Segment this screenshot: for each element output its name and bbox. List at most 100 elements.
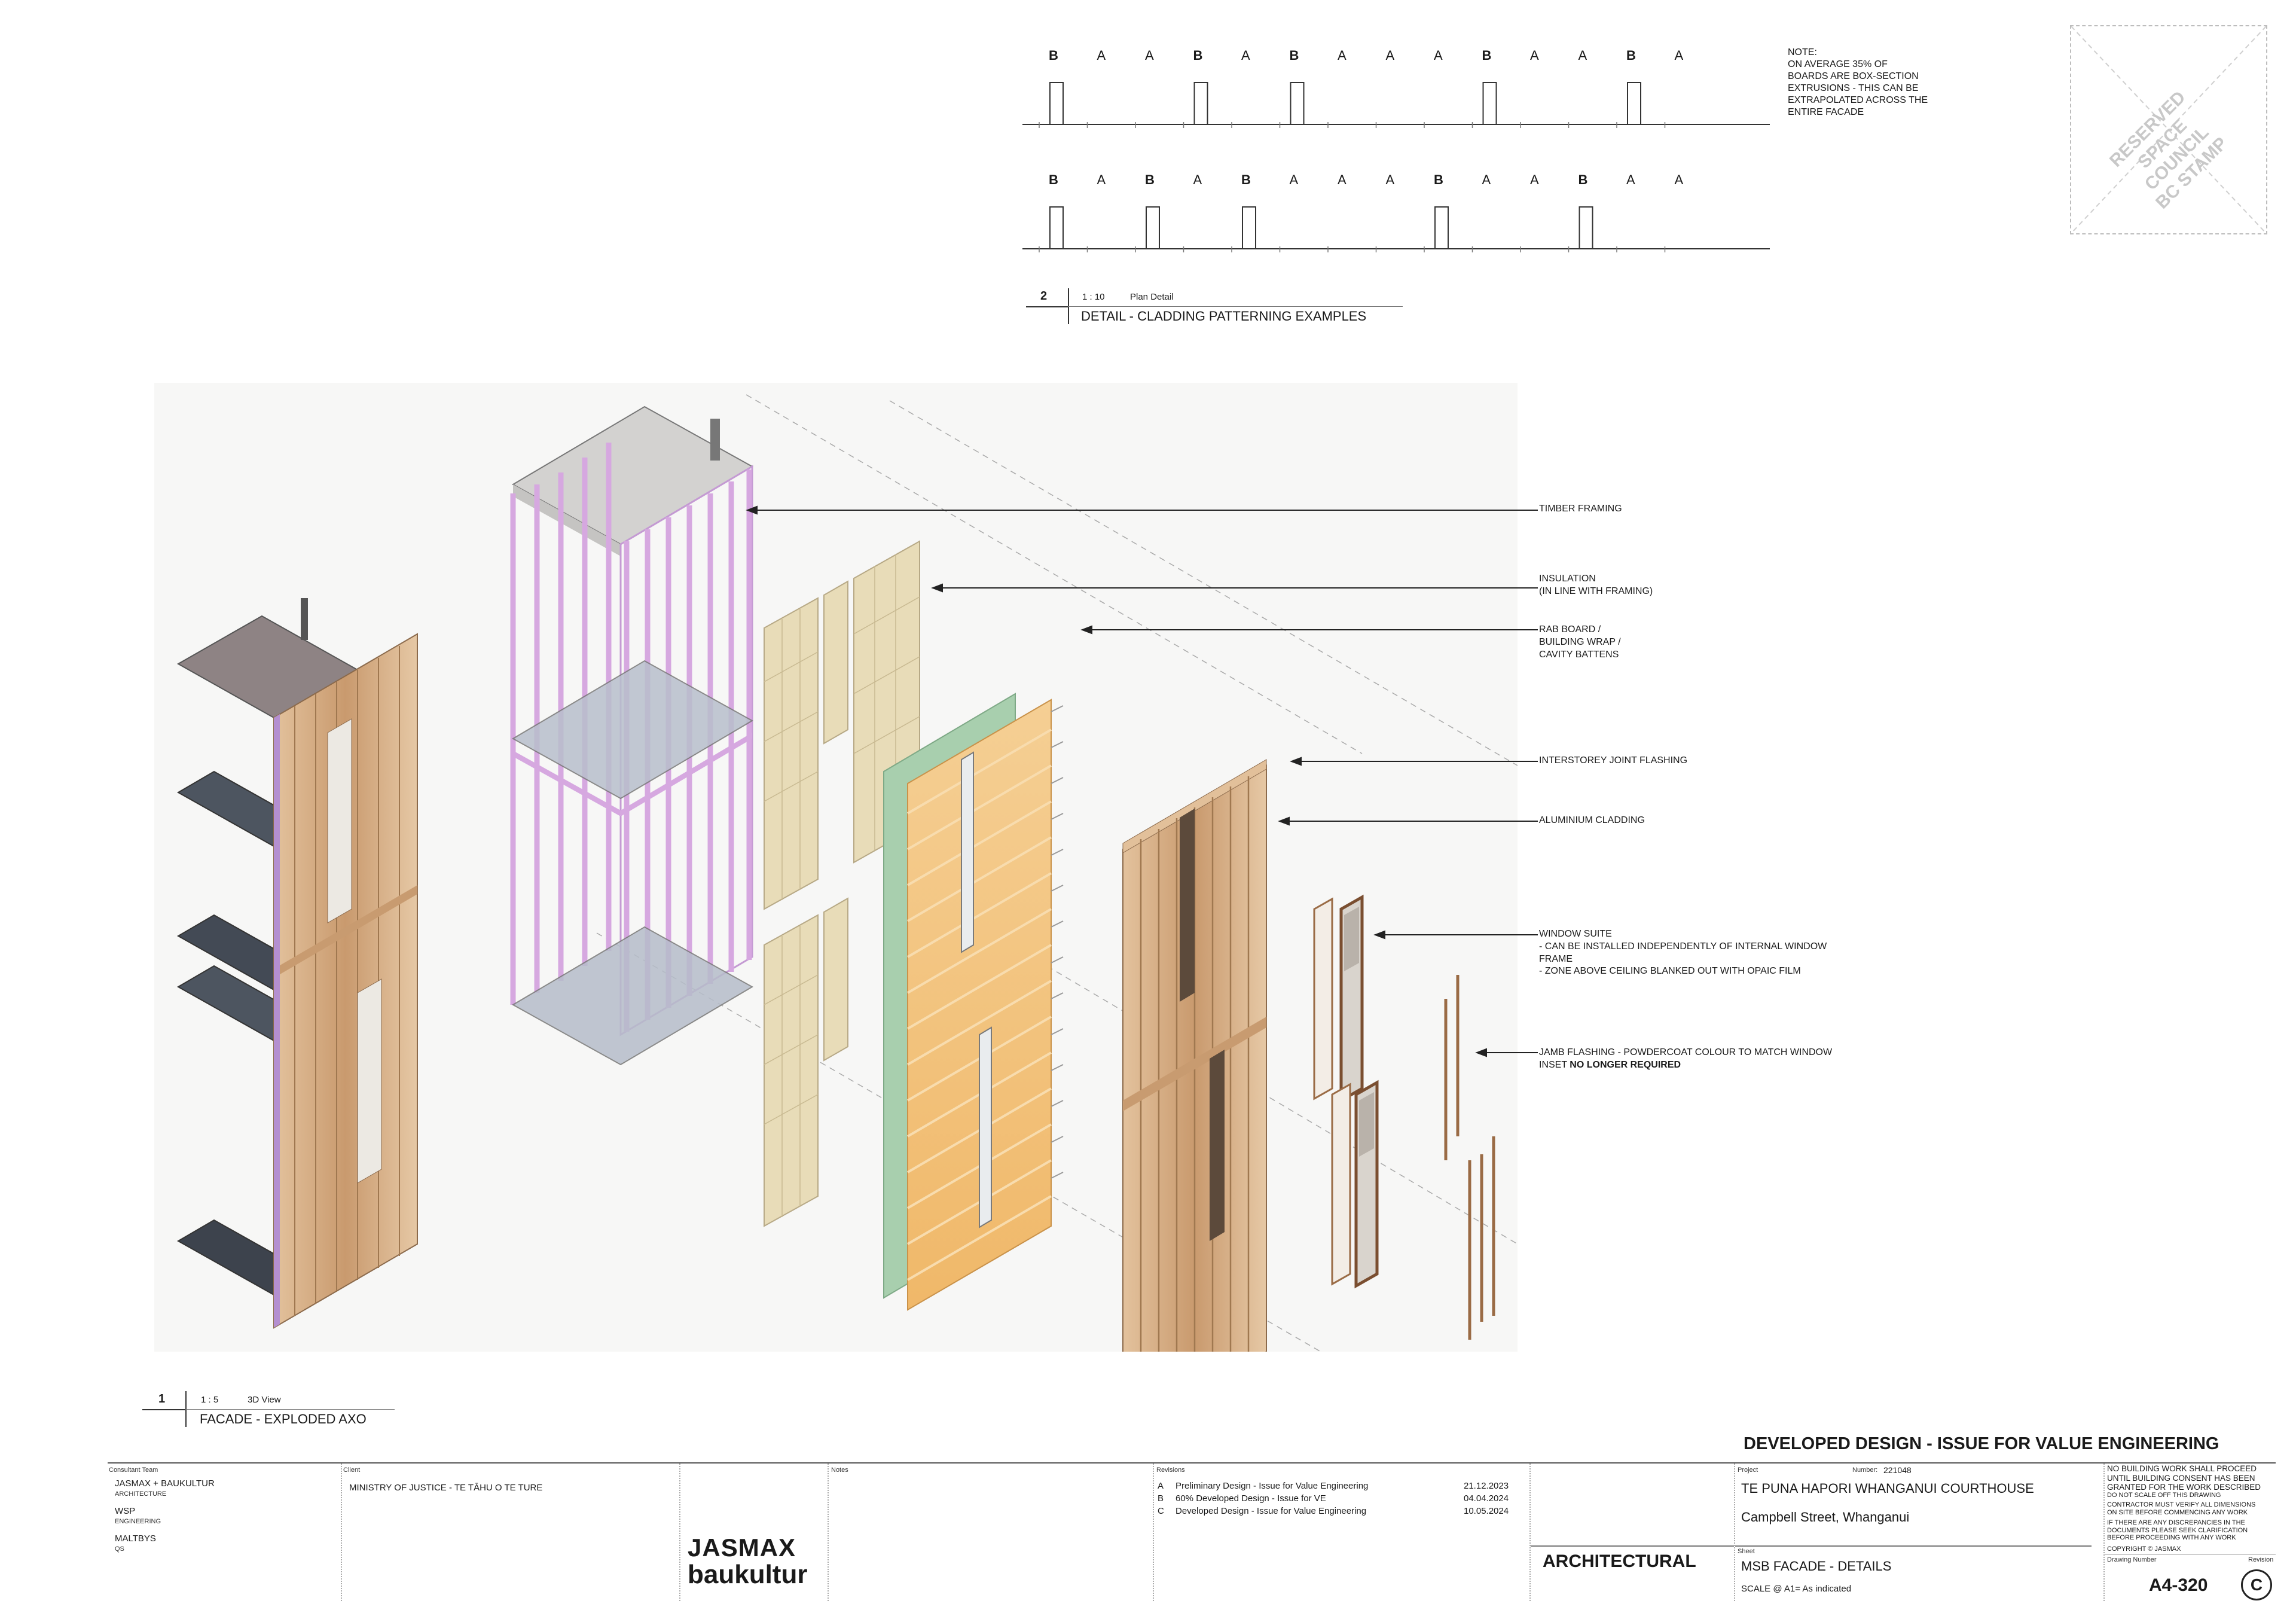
pattern-label-r1-8: A bbox=[1434, 48, 1443, 63]
callout-rab-board: RAB BOARD / BUILDING WRAP / CAVITY BATTE… bbox=[1539, 624, 1621, 660]
pattern-label-r1-7: A bbox=[1385, 48, 1395, 63]
discipline-cell bbox=[1529, 1464, 1531, 1601]
pattern-label-r1-2: A bbox=[1145, 48, 1154, 63]
revision-circle: C bbox=[2241, 1569, 2272, 1600]
detail2-view-type: Plan Detail bbox=[1130, 292, 1174, 302]
council-stamp-box: RESERVED SPACE COUNCIL BC STAMP bbox=[2070, 25, 2267, 234]
discipline-rule bbox=[1531, 1545, 1734, 1547]
box-section-profile bbox=[1242, 206, 1256, 249]
titleblock-top-rule bbox=[108, 1462, 2276, 1464]
timber-framing-module bbox=[510, 406, 754, 1066]
revision-a-code: A bbox=[1158, 1481, 1164, 1491]
detail1-underline bbox=[185, 1409, 395, 1410]
consultant-3-role: QS bbox=[115, 1545, 124, 1553]
sheet-name: MSB FACADE - DETAILS bbox=[1741, 1559, 1892, 1574]
detail1-title: FACADE - EXPLODED AXO bbox=[200, 1411, 367, 1426]
consultant-3-name: MALTBYS bbox=[115, 1533, 156, 1544]
baukultur-logo: baukultur bbox=[688, 1560, 808, 1589]
pattern-label-r2-8: B bbox=[1434, 172, 1443, 187]
consultant-2-role: ENGINEERING bbox=[115, 1518, 161, 1525]
callout-jamb-flashing-emphasis: NO LONGER REQUIRED bbox=[1570, 1059, 1681, 1070]
assembled-facade bbox=[176, 598, 418, 1329]
pattern-label-r2-1: A bbox=[1097, 172, 1106, 187]
pattern-label-r1-6: A bbox=[1338, 48, 1347, 63]
rab-board-module bbox=[883, 693, 1064, 1311]
client-name: MINISTRY OF JUSTICE - TE TĀHU O TE TURE bbox=[349, 1483, 543, 1493]
pattern-note: NOTE: ON AVERAGE 35% OF BOARDS ARE BOX-S… bbox=[1788, 47, 1928, 118]
revisions-cell bbox=[1153, 1464, 1154, 1601]
aluminium-cladding-module bbox=[1122, 759, 1267, 1352]
box-section-profile bbox=[1434, 206, 1449, 249]
callout-jamb-flashing-text: JAMB FLASHING - POWDERCOAT COLOUR TO MAT… bbox=[1539, 1047, 1833, 1070]
consultant-1-role: ARCHITECTURE bbox=[115, 1490, 167, 1498]
sheet-rule bbox=[1735, 1545, 2092, 1547]
project-label: Project bbox=[1738, 1466, 1758, 1474]
detail2-scale: 1 : 10 bbox=[1082, 292, 1105, 302]
pattern-label-r2-5: A bbox=[1289, 172, 1299, 187]
detail1-scale: 1 : 5 bbox=[201, 1395, 219, 1405]
callout-aluminium-cladding: ALUMINIUM CLADDING bbox=[1539, 815, 1645, 825]
revision-a-desc: Preliminary Design - Issue for Value Eng… bbox=[1176, 1481, 1369, 1491]
notes-label: Notes bbox=[831, 1466, 848, 1474]
pattern-label-r1-0: B bbox=[1049, 48, 1058, 63]
jamb-flashing-module bbox=[1444, 975, 1495, 1340]
detail2-underline bbox=[1068, 306, 1403, 307]
revision-b-code: B bbox=[1158, 1493, 1164, 1504]
pattern-label-r2-2: B bbox=[1145, 172, 1155, 187]
disclaimer-consent: NO BUILDING WORK SHALL PROCEED UNTIL BUI… bbox=[2107, 1464, 2261, 1492]
discipline-label: ARCHITECTURAL bbox=[1543, 1551, 1696, 1571]
callout-timber-framing: TIMBER FRAMING bbox=[1539, 504, 1622, 514]
pattern-note-text: NOTE: ON AVERAGE 35% OF BOARDS ARE BOX-S… bbox=[1788, 47, 1928, 117]
revision-c-date: 10.05.2024 bbox=[1464, 1506, 1509, 1516]
callout-window-suite: WINDOW SUITE - CAN BE INSTALLED INDEPEND… bbox=[1539, 929, 1827, 977]
scale-text: SCALE @ A1= As indicated bbox=[1741, 1584, 1852, 1594]
client-label: Client bbox=[343, 1466, 361, 1474]
box-section-profile bbox=[1482, 82, 1497, 125]
stamp-cross-icon bbox=[2071, 26, 2266, 233]
revisions-label: Revisions bbox=[1156, 1466, 1185, 1474]
exploded-axo-drawing bbox=[176, 394, 1518, 1352]
notes-cell bbox=[828, 1464, 829, 1601]
detail2-underline-left bbox=[1026, 306, 1068, 307]
consultant-label: Consultant Team bbox=[109, 1466, 158, 1474]
callout-insulation: INSULATION (IN LINE WITH FRAMING) bbox=[1539, 574, 1653, 596]
detail1-underline-left bbox=[142, 1409, 185, 1410]
revision-c-code: C bbox=[1158, 1506, 1164, 1516]
window-suite-module bbox=[1313, 894, 1379, 1289]
drawing-number-label: Drawing Number bbox=[2107, 1556, 2157, 1563]
box-section-profile bbox=[1049, 206, 1064, 249]
issue-banner: DEVELOPED DESIGN - ISSUE FOR VALUE ENGIN… bbox=[1744, 1434, 2219, 1453]
revision-b-date: 04.04.2024 bbox=[1464, 1493, 1509, 1504]
project-number-label: Number: bbox=[1852, 1466, 1878, 1474]
project-cell bbox=[1734, 1464, 1735, 1601]
pattern-label-r1-13: A bbox=[1674, 48, 1684, 63]
pattern-label-r1-11: A bbox=[1578, 48, 1587, 63]
pattern-label-r2-12: A bbox=[1626, 172, 1635, 187]
disclaimer-cell bbox=[2103, 1464, 2105, 1601]
revision-c-desc: Developed Design - Issue for Value Engin… bbox=[1176, 1506, 1367, 1516]
pattern-label-r2-9: A bbox=[1482, 172, 1491, 187]
pattern-label-r1-9: B bbox=[1482, 48, 1492, 63]
disclaimer-discrepancies: IF THERE ARE ANY DISCREPANCIES IN THE DO… bbox=[2107, 1519, 2248, 1542]
disclaimer-verify: CONTRACTOR MUST VERIFY ALL DIMENSIONS ON… bbox=[2107, 1501, 2256, 1516]
pattern-label-r1-5: B bbox=[1289, 48, 1299, 63]
pattern-label-r1-12: B bbox=[1626, 48, 1636, 63]
disclaimer-copyright: COPYRIGHT © JASMAX bbox=[2107, 1545, 2181, 1553]
detail2-title: DETAIL - CLADDING PATTERNING EXAMPLES bbox=[1081, 309, 1367, 324]
sheet-label: Sheet bbox=[1738, 1548, 1755, 1555]
project-number: 221048 bbox=[1883, 1465, 1912, 1475]
callout-jamb-flashing: JAMB FLASHING - POWDERCOAT COLOUR TO MAT… bbox=[1539, 1047, 1832, 1072]
box-section-profile bbox=[1578, 206, 1593, 249]
box-section-profile bbox=[1049, 82, 1064, 125]
box-section-profile bbox=[1290, 82, 1305, 125]
logo-cell bbox=[679, 1464, 680, 1601]
box-section-profile bbox=[1193, 82, 1208, 125]
jasmax-logo: JASMAX bbox=[688, 1533, 796, 1562]
pattern-label-r1-4: A bbox=[1241, 48, 1250, 63]
pattern-label-r2-11: B bbox=[1578, 172, 1588, 187]
box-section-profile bbox=[1146, 206, 1160, 249]
client-cell bbox=[341, 1464, 342, 1601]
detail1-number: 1 bbox=[158, 1392, 166, 1405]
pattern-profiles bbox=[1022, 82, 1770, 252]
